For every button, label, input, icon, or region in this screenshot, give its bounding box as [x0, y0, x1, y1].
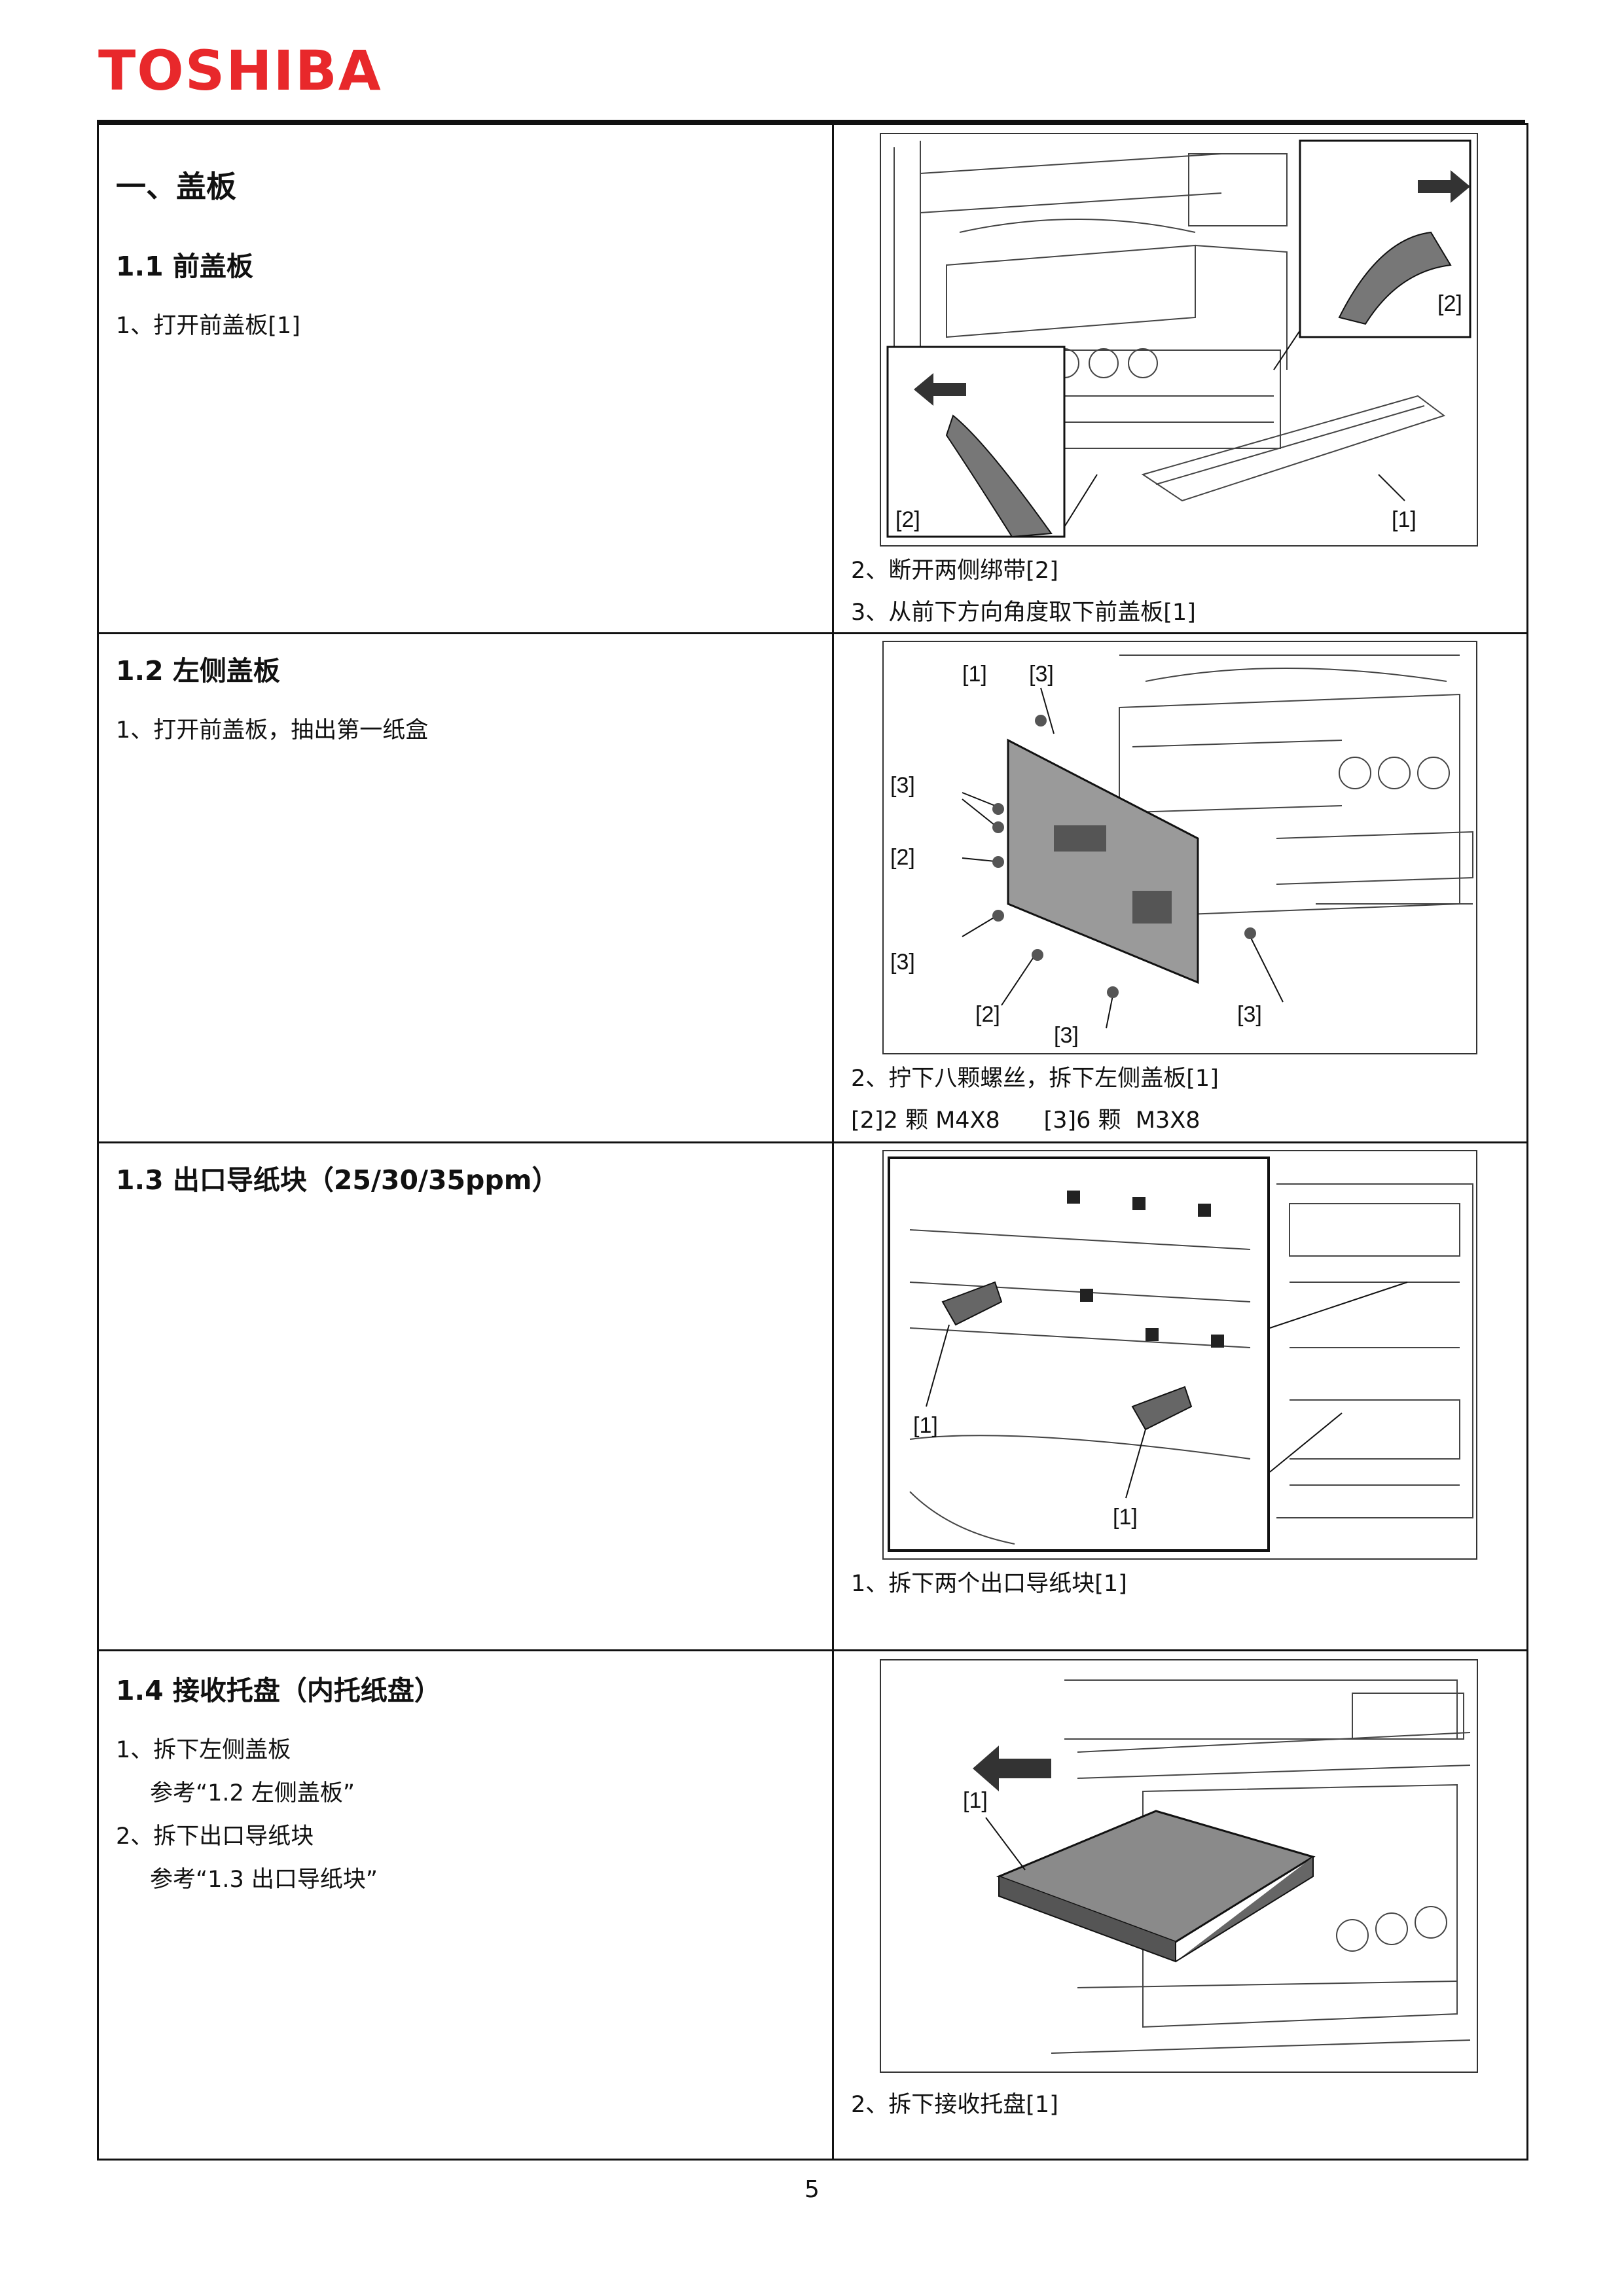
figure-left-cover: [1] [3] [3] [2] [3] [2] [3] [3] — [882, 641, 1477, 1054]
row-receiving-tray: 1.4 接收托盘（内托纸盘） 1、拆下左侧盖板 参考“1.2 左侧盖板” 2、拆… — [97, 1649, 1528, 2161]
figure-cell-exit-guide: [1] [1] 1、拆下两个出口导纸块[1] — [832, 1141, 1528, 1651]
left-cover-illustration: [1] [3] [3] [2] [3] [2] [3] [3] — [890, 655, 1473, 1048]
row-left-cover: 1.2 左侧盖板 1、打开前盖板，抽出第一纸盒 — [97, 632, 1528, 1143]
callout-1-right: [1] — [1113, 1505, 1138, 1530]
step-1-4-1-ref: 参考“1.2 左侧盖板” — [150, 1780, 355, 1806]
section-heading-1-1: 1.1 前盖板 — [116, 251, 253, 282]
caption-1-1-2: 2、断开两侧绑带[2] — [851, 558, 1058, 584]
text-cell-front-cover: 一、盖板 1.1 前盖板 1、打开前盖板[1] — [97, 123, 834, 634]
step-1-4-2: 2、拆下出口导纸块 — [116, 1823, 314, 1850]
callout-3-top: [3] — [1029, 662, 1054, 687]
caption-1-1-3: 3、从前下方向角度取下前盖板[1] — [851, 600, 1196, 626]
callout-1: [1] — [1392, 507, 1416, 532]
manual-table: 一、盖板 1.1 前盖板 1、打开前盖板[1] — [97, 123, 1528, 2161]
page-number: 5 — [804, 2176, 820, 2203]
callout-3-lower-left: [3] — [890, 950, 915, 975]
callout-3-left: [3] — [890, 773, 915, 798]
figure-cell-receiving-tray: [1] 2、拆下接收托盘[1] — [832, 1649, 1528, 2161]
row-front-cover: 一、盖板 1.1 前盖板 1、打开前盖板[1] — [97, 123, 1528, 634]
figure-cell-front-cover: [2] [2] [1] 2、断开两侧绑带[2] 3、从前下方向角度取下前盖板[1… — [832, 123, 1528, 634]
callout-1-left: [1] — [913, 1413, 938, 1438]
caption-1-2-2: 2、拧下八颗螺丝，拆下左侧盖板[1] — [851, 1066, 1219, 1092]
caption-1-4-2: 2、拆下接收托盘[1] — [851, 2092, 1058, 2118]
callout-3-bottom: [3] — [1054, 1023, 1079, 1048]
text-cell-left-cover: 1.2 左侧盖板 1、打开前盖板，抽出第一纸盒 — [97, 632, 834, 1143]
callout-3-right: [3] — [1237, 1002, 1262, 1027]
callout-1: [1] — [963, 1788, 988, 1813]
front-cover-illustration: [2] [2] [1] — [886, 139, 1471, 538]
row-exit-guide: 1.3 出口导纸块（25/30/35ppm） — [97, 1141, 1528, 1651]
figure-front-cover: [2] [2] [1] — [880, 133, 1478, 547]
figure-receiving-tray: [1] — [880, 1659, 1478, 2073]
text-cell-receiving-tray: 1.4 接收托盘（内托纸盘） 1、拆下左侧盖板 参考“1.2 左侧盖板” 2、拆… — [97, 1649, 834, 2161]
section-heading-1-3: 1.3 出口导纸块（25/30/35ppm） — [116, 1164, 559, 1196]
text-cell-exit-guide: 1.3 出口导纸块（25/30/35ppm） — [97, 1141, 834, 1651]
page-title: 一、盖板 — [116, 169, 236, 204]
figure-exit-guide: [1] [1] — [882, 1150, 1477, 1560]
step-1-4-2-ref: 参考“1.3 出口导纸块” — [150, 1867, 378, 1893]
callout-2-bottom: [2] — [895, 507, 920, 532]
header-rule — [97, 120, 1525, 123]
exit-guide-illustration: [1] [1] — [888, 1157, 1473, 1552]
step-1-2-1: 1、打开前盖板，抽出第一纸盒 — [116, 717, 429, 744]
section-heading-1-2: 1.2 左侧盖板 — [116, 655, 280, 687]
step-1-1-1: 1、打开前盖板[1] — [116, 313, 300, 339]
caption-1-2-screws: [2]2 颗 M4X8 [3]6 颗 M3X8 — [851, 1107, 1200, 1134]
caption-1-3-1: 1、拆下两个出口导纸块[1] — [851, 1571, 1127, 1597]
section-heading-1-4: 1.4 接收托盘（内托纸盘） — [116, 1675, 441, 1706]
toshiba-logo: TOSHIBA — [98, 39, 382, 103]
callout-1: [1] — [962, 662, 987, 687]
callout-2-top: [2] — [1437, 291, 1462, 316]
step-1-4-1: 1、拆下左侧盖板 — [116, 1737, 291, 1763]
callout-2-bottom: [2] — [975, 1002, 1000, 1027]
receiving-tray-illustration: [1] — [963, 1679, 1471, 2054]
figure-cell-left-cover: [1] [3] [3] [2] [3] [2] [3] [3] 2、拧下八颗螺丝… — [832, 632, 1528, 1143]
callout-2-left: [2] — [890, 845, 915, 870]
